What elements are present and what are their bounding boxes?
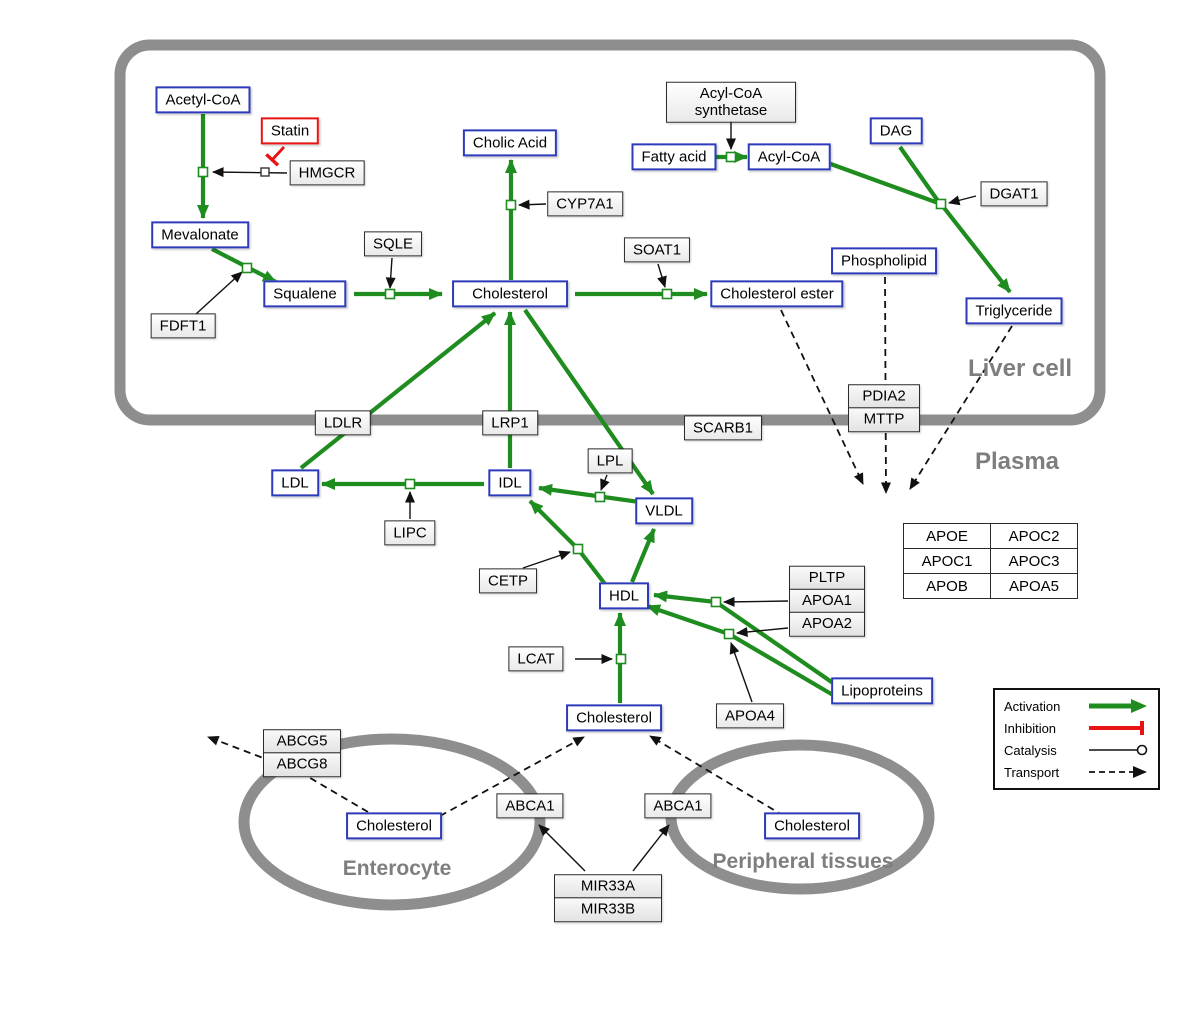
node-cholesterol-plasma[interactable]: Cholesterol	[566, 704, 662, 732]
node-cyp7a1[interactable]: CYP7A1	[547, 191, 623, 217]
legend-row-inhibition: Inhibition	[1004, 720, 1149, 736]
node-soat1[interactable]: SOAT1	[623, 237, 691, 263]
node-fatty-acid[interactable]: Fatty acid	[631, 143, 717, 171]
node-lipc[interactable]: LIPC	[384, 520, 436, 546]
liver-cell-label: Liver cell	[967, 355, 1073, 382]
peripheral-tissues-label: Peripheral tissues	[712, 850, 894, 873]
legend-activation-label: Activation	[1004, 698, 1061, 714]
node-apob[interactable]: APOB	[903, 573, 991, 599]
node-cetp[interactable]: CETP	[478, 568, 538, 594]
node-statin[interactable]: Statin	[260, 117, 320, 145]
node-dgat1[interactable]: DGAT1	[980, 181, 1048, 207]
node-lrp1[interactable]: LRP1	[482, 410, 538, 436]
node-pdia2[interactable]: PDIA2	[848, 384, 920, 409]
node-fdft1[interactable]: FDFT1	[150, 313, 216, 339]
enterocyte-label: Enterocyte	[342, 857, 452, 880]
node-dag[interactable]: DAG	[869, 117, 923, 145]
node-vldl[interactable]: VLDL	[635, 497, 693, 525]
node-apoe[interactable]: APOE	[903, 523, 991, 549]
node-mir33b[interactable]: MIR33B	[554, 897, 662, 922]
legend-row-transport: Transport	[1004, 764, 1149, 780]
enterocyte-membrane	[238, 733, 546, 911]
node-apoa5[interactable]: APOA5	[990, 573, 1078, 599]
apolipoprotein-table: APOE APOC2 APOC1 APOC3 APOB APOA5	[903, 523, 1078, 599]
node-pltp[interactable]: PLTP	[789, 565, 865, 591]
node-acyl-coa[interactable]: Acyl-CoA	[747, 143, 831, 171]
catalysis-circle-icon	[1089, 744, 1148, 756]
node-phospholipid[interactable]: Phospholipid	[831, 247, 937, 275]
node-abcg5[interactable]: ABCG5	[263, 729, 341, 754]
node-idl[interactable]: IDL	[488, 469, 532, 497]
node-sqle[interactable]: SQLE	[363, 231, 423, 257]
node-cholesterol-liver[interactable]: Cholesterol	[452, 280, 568, 308]
node-lcat[interactable]: LCAT	[508, 646, 564, 672]
node-hdl[interactable]: HDL	[598, 582, 650, 610]
node-lipoproteins[interactable]: Lipoproteins	[831, 677, 933, 705]
node-ldl[interactable]: LDL	[271, 469, 319, 497]
node-apoc1[interactable]: APOC1	[903, 548, 991, 574]
legend-row-catalysis: Catalysis	[1004, 742, 1149, 758]
node-ldlr[interactable]: LDLR	[314, 410, 372, 436]
node-apoc3[interactable]: APOC3	[990, 548, 1078, 574]
node-lpl[interactable]: LPL	[587, 448, 633, 474]
legend: Activation Inhibition Catalysis Transpor…	[993, 688, 1160, 790]
node-mttp[interactable]: MTTP	[848, 407, 920, 432]
node-mevalonate[interactable]: Mevalonate	[151, 221, 249, 249]
node-hmgcr[interactable]: HMGCR	[289, 160, 365, 186]
activation-arrow-icon	[1089, 699, 1147, 713]
node-mir33a[interactable]: MIR33A	[554, 874, 662, 899]
node-scarb1[interactable]: SCARB1	[683, 415, 763, 441]
node-cholic-acid[interactable]: Cholic Acid	[462, 129, 558, 157]
legend-inhibition-label: Inhibition	[1004, 720, 1057, 736]
node-acetyl-coa[interactable]: Acetyl-CoA	[155, 86, 251, 114]
node-cholesterol-enterocyte[interactable]: Cholesterol	[346, 812, 442, 840]
node-abcg8[interactable]: ABCG8	[263, 752, 341, 777]
node-apoc2[interactable]: APOC2	[990, 523, 1078, 549]
stack-abcg5-abcg8: ABCG5 ABCG8	[263, 729, 341, 777]
stack-pltp-apoa1-apoa2: PLTP APOA1 APOA2	[789, 565, 865, 637]
node-squalene[interactable]: Squalene	[263, 280, 347, 308]
legend-catalysis-label: Catalysis	[1004, 742, 1057, 758]
catalysis-anchor-square	[260, 167, 270, 177]
node-triglyceride[interactable]: Triglyceride	[965, 297, 1063, 325]
inhibition-edge-statin	[265, 146, 286, 167]
reaction-node-squares	[197, 151, 947, 665]
node-cholesterol-ester[interactable]: Cholesterol ester	[710, 280, 844, 308]
node-apoa4[interactable]: APOA4	[715, 703, 785, 729]
stack-pdia2-mttp: PDIA2 MTTP	[848, 384, 920, 432]
transport-dashed-arrow-icon	[1089, 766, 1147, 778]
inhibition-tbar-icon	[1089, 721, 1144, 735]
stack-mir33: MIR33A MIR33B	[554, 874, 662, 922]
node-abca1-peripheral[interactable]: ABCA1	[644, 793, 712, 819]
node-abca1-enterocyte[interactable]: ABCA1	[496, 793, 564, 819]
node-apoa1[interactable]: APOA1	[789, 588, 865, 614]
legend-transport-label: Transport	[1004, 764, 1060, 780]
catalysis-edges	[195, 120, 977, 872]
legend-row-activation: Activation	[1004, 698, 1149, 714]
plasma-label: Plasma	[974, 448, 1060, 475]
node-acyl-coa-synthetase[interactable]: Acyl-CoA synthetase	[666, 81, 796, 123]
liver-cell-membrane	[114, 39, 1106, 426]
node-apoa2[interactable]: APOA2	[789, 611, 865, 637]
node-cholesterol-peripheral[interactable]: Cholesterol	[764, 812, 860, 840]
